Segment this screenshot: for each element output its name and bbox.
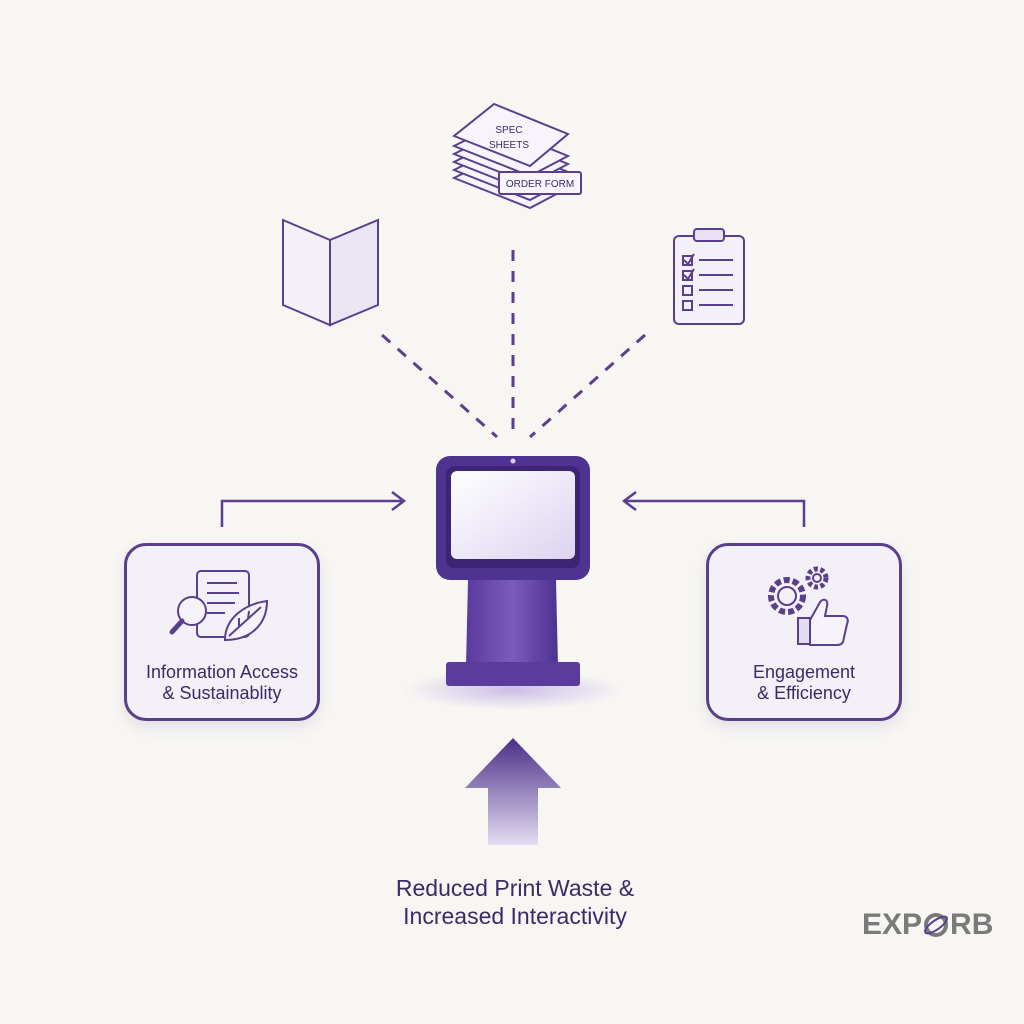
right-feedback-arrow — [621, 491, 806, 527]
brand-text-part1: EXP — [862, 908, 923, 941]
brand-orbit-icon — [924, 913, 949, 937]
spec-sheets-label-2: SHEETS — [489, 140, 529, 151]
order-form-label: ORDER FORM — [506, 179, 574, 190]
engagement-line1: Engagement — [752, 662, 856, 682]
brand-text-part2: RB — [950, 908, 994, 941]
info-access-line1: Information Access — [145, 662, 299, 682]
checklist-clipboard-icon — [673, 228, 745, 325]
benefit-caption: Reduced Print Waste & Increased Interact… — [360, 874, 670, 930]
connector-left — [381, 333, 498, 439]
caption-line1: Reduced Print Waste & — [395, 875, 635, 901]
engagement-label: Engagement & Efficiency — [709, 662, 899, 704]
document-search-leaf-icon — [169, 570, 269, 642]
up-arrow-icon — [465, 738, 561, 845]
info-access-label: Information Access & Sustainablity — [127, 662, 317, 704]
kiosk-terminal-icon — [403, 456, 623, 710]
order-form-tag — [498, 171, 582, 195]
left-feedback-arrow — [220, 491, 407, 527]
caption-line2: Increased Interactivity — [403, 903, 627, 929]
open-brochure-icon — [282, 218, 379, 327]
connector-right — [529, 333, 646, 439]
info-access-card: Information Access & Sustainablity — [124, 543, 320, 721]
document-stack-icon: SPEC SHEETS ORDER FORM — [451, 102, 582, 210]
spec-sheets-label-1: SPEC — [495, 125, 522, 136]
dashed-connectors — [381, 250, 646, 439]
info-access-line2: & Sustainablity — [162, 683, 282, 703]
engagement-line2: & Efficiency — [757, 683, 851, 703]
engagement-card: Engagement & Efficiency — [706, 543, 902, 721]
brand-logo: EXP RB — [862, 908, 993, 942]
gears-thumbs-up-icon — [768, 566, 849, 646]
